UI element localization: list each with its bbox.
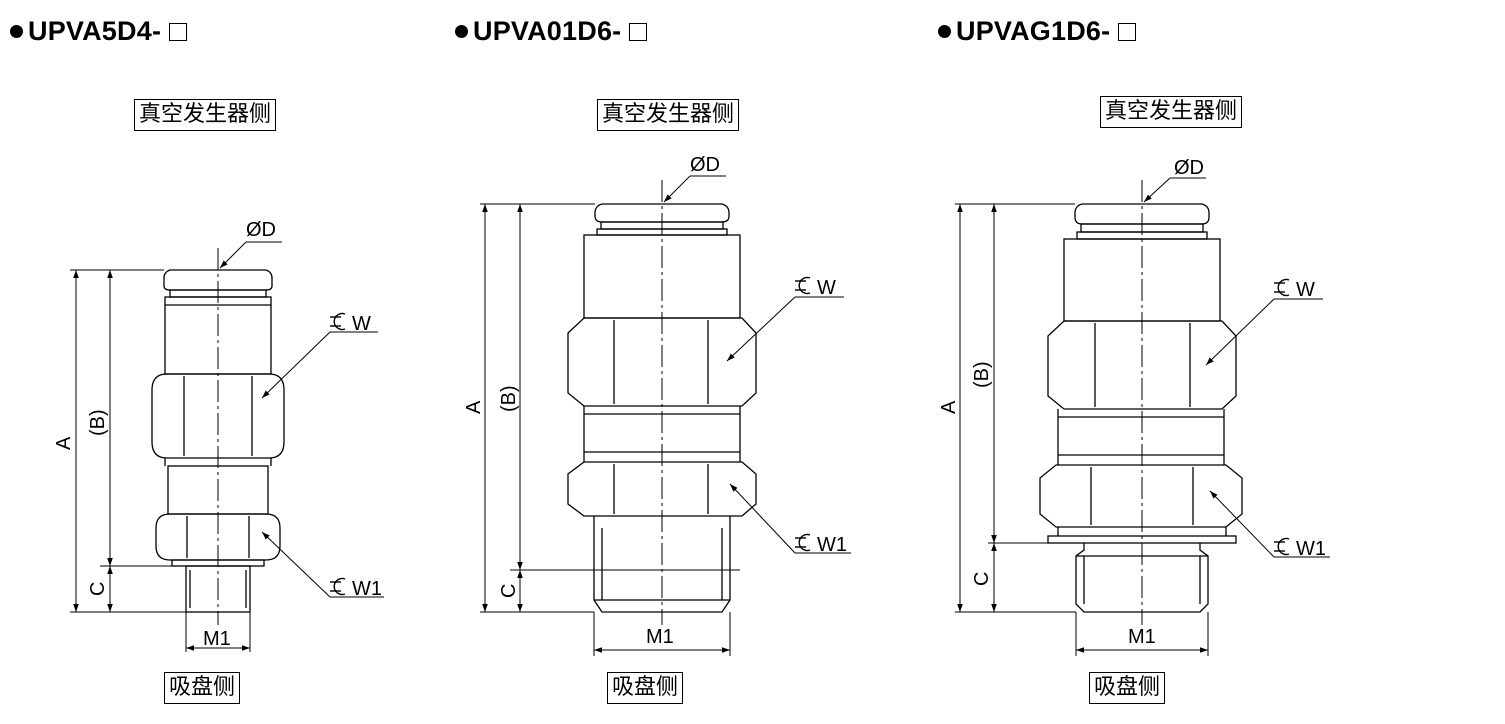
dim-label-d: ØD — [690, 154, 720, 176]
bullet-icon — [455, 25, 468, 38]
dimension-lines-upva5d4 — [70, 241, 384, 652]
fitting-drawing-upvag1d6 — [1039, 203, 1243, 613]
suction-cup-side-label: 吸盘侧 — [164, 672, 241, 704]
dim-label-b: (B) — [971, 361, 993, 388]
suction-cup-side-label: 吸盘侧 — [1089, 672, 1166, 704]
wrench-icon — [330, 577, 346, 596]
dim-label-c: C — [498, 584, 520, 598]
dimension-labels-upvag1d6: ØD A (B) C M1 W W1 — [938, 157, 1326, 648]
checkbox-square-icon — [629, 22, 648, 41]
dim-label-a: A — [53, 436, 75, 450]
dim-label-b: (B) — [498, 385, 520, 412]
wrench-icon — [330, 312, 346, 331]
part-title-upva5d4: UPVA5D4- — [10, 16, 188, 47]
dim-label-w1: W1 — [817, 534, 847, 556]
vacuum-generator-side-label: 真空发生器侧 — [1100, 96, 1243, 128]
bullet-icon — [10, 25, 23, 38]
wrench-icon — [1274, 537, 1290, 556]
vacuum-generator-side-label: 真空发生器侧 — [597, 99, 740, 131]
checkbox-square-icon — [169, 22, 188, 41]
dim-label-w1: W1 — [1296, 538, 1326, 560]
part-title-upva01d6: UPVA01D6- — [455, 16, 648, 47]
dim-label-m1: M1 — [203, 628, 231, 650]
dim-label-m1: M1 — [1128, 626, 1156, 648]
dim-label-w: W — [352, 313, 371, 335]
suction-cup-side-label: 吸盘侧 — [607, 672, 684, 704]
dimension-labels-upva5d4: ØD A (B) C M1 W W1 — [53, 219, 382, 650]
dim-label-a: A — [938, 400, 960, 414]
dimension-labels-upva01d6: ØD A (B) C M1 W W1 — [463, 154, 847, 648]
dim-label-c: C — [971, 572, 993, 586]
wrench-icon — [1274, 278, 1290, 297]
dim-label-d: ØD — [1174, 157, 1204, 179]
dim-label-w: W — [1296, 279, 1315, 301]
dim-label-w: W — [817, 277, 836, 299]
checkbox-square-icon — [1118, 22, 1137, 41]
dimension-lines-upvag1d6 — [955, 177, 1330, 656]
wrench-icon — [795, 533, 811, 552]
dimension-lines-upva01d6 — [480, 175, 851, 656]
bullet-icon — [938, 25, 951, 38]
part-title-upvag1d6: UPVAG1D6- — [938, 16, 1137, 47]
dim-label-a: A — [463, 400, 485, 414]
dim-label-m1: M1 — [646, 626, 674, 648]
dim-label-c: C — [87, 582, 109, 596]
vacuum-generator-side-label: 真空发生器侧 — [134, 99, 277, 131]
dim-label-d: ØD — [246, 219, 276, 241]
dim-label-w1: W1 — [352, 578, 382, 600]
wrench-icon — [795, 276, 811, 295]
dim-label-b: (B) — [87, 409, 109, 436]
